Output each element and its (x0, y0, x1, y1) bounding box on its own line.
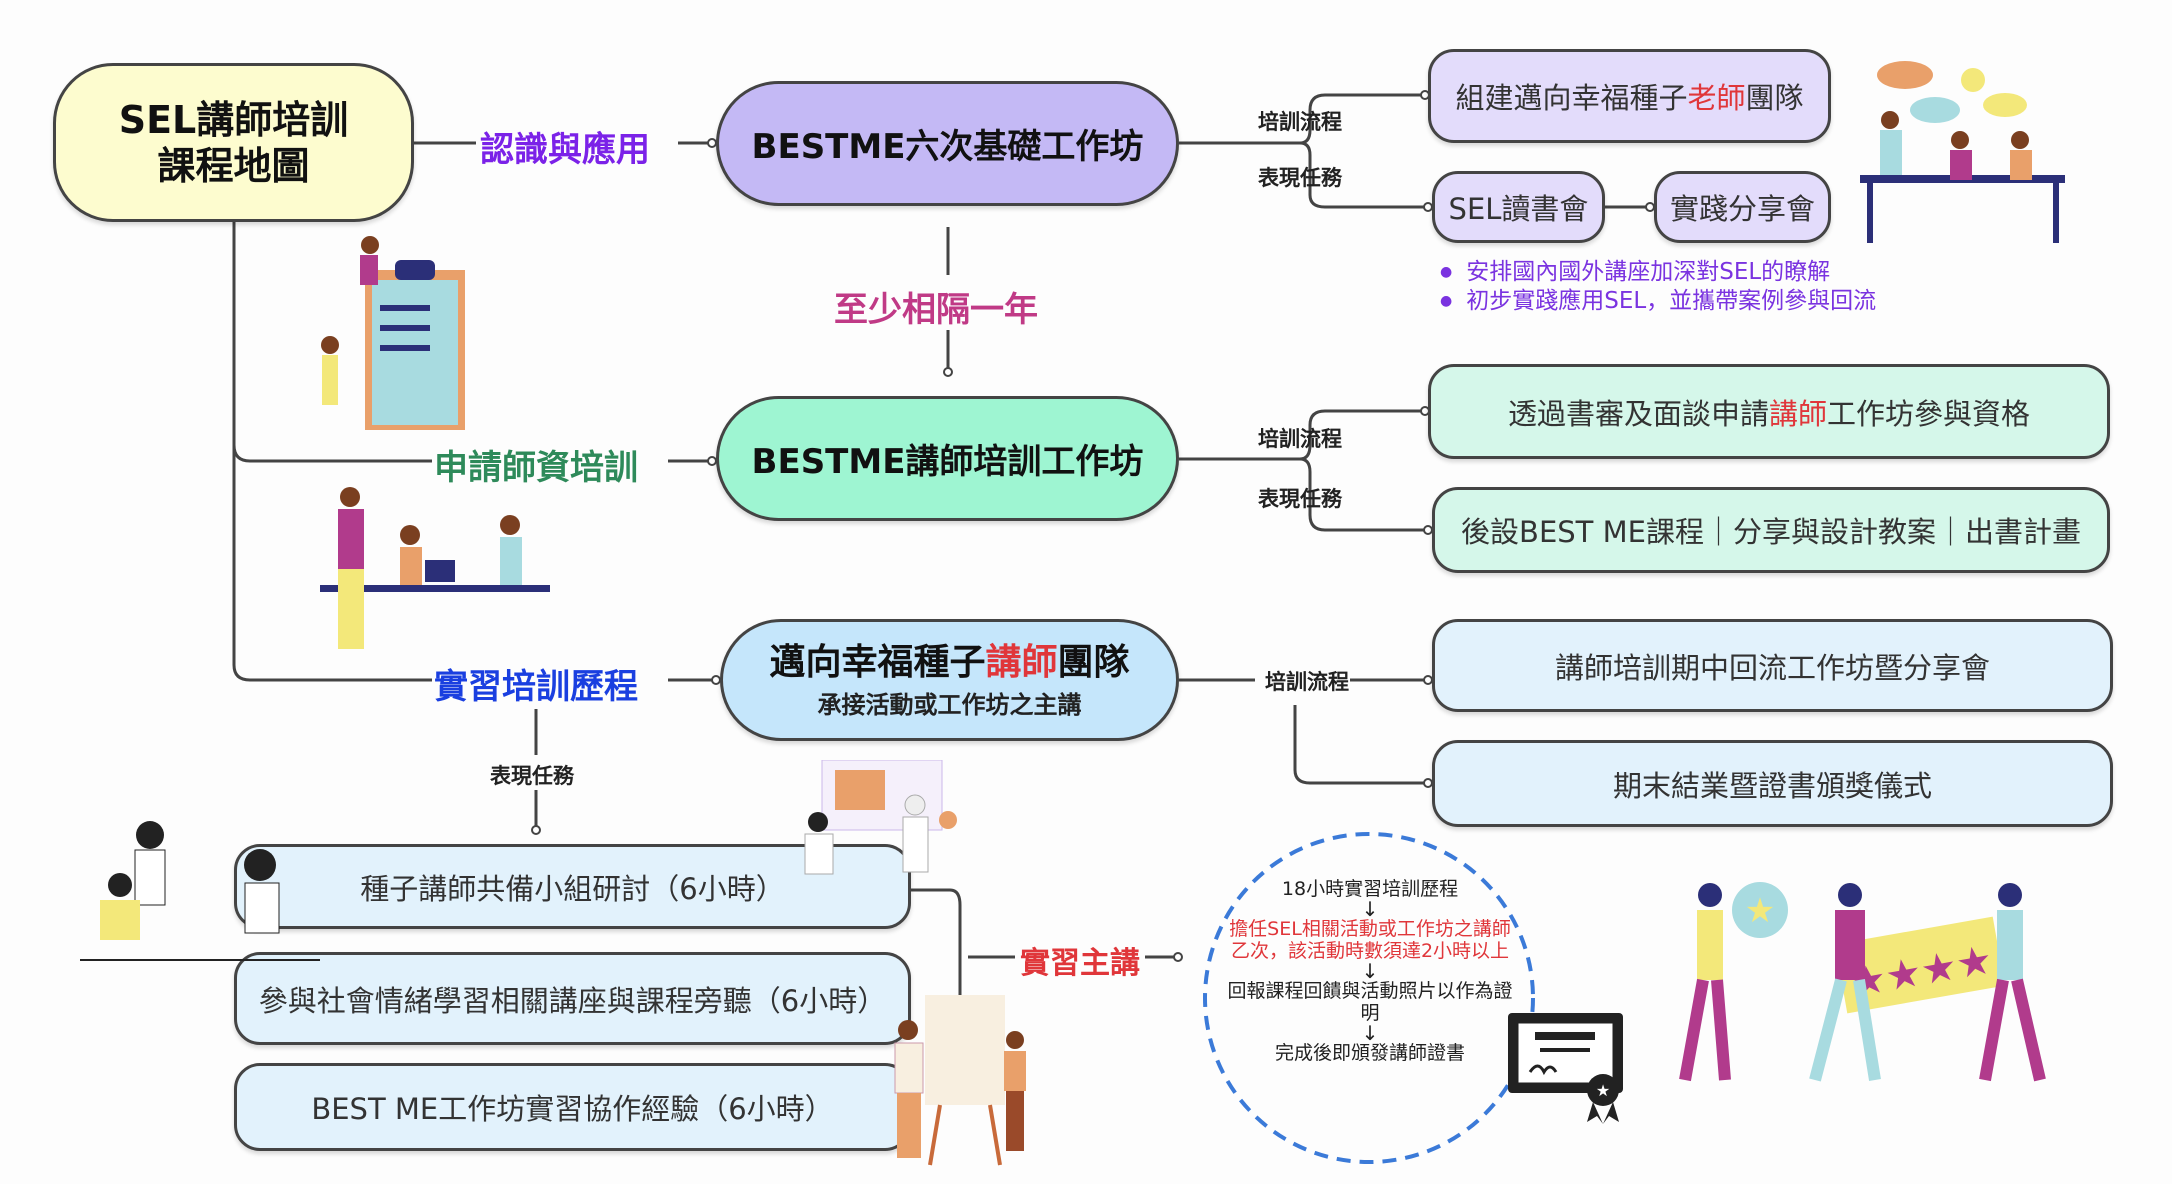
title-highlight: 講師 (985, 641, 1058, 683)
node-trainer-workshop: BESTME講師培訓工作坊 (716, 396, 1179, 521)
node-seed-trainer-team: 邁向幸福種子講師團隊 承接活動或工作坊之主講 (720, 619, 1179, 741)
text: 團隊 (1745, 81, 1804, 115)
stage1-flow-box: 組建邁向幸福種子老師團隊 (1428, 49, 1831, 143)
team-discussion-illustration (1860, 61, 2065, 243)
step-2: 擔任SEL相關活動或工作坊之講師乙次，該活動時數須達2小時以上 (1229, 918, 1511, 962)
stage1-flow-label: 培訓流程 (1258, 110, 1342, 134)
node-seed-trainer-team-title: 邁向幸福種子講師團隊 (769, 641, 1129, 685)
arrow-down-icon: ↓ (1361, 959, 1379, 983)
node-trainer-workshop-title: BESTME講師培訓工作坊 (751, 442, 1144, 482)
stage1-task-reading-club: SEL讀書會 (1432, 171, 1605, 243)
star-rating-team-illustration: ★ ★★★★ (1679, 882, 2046, 1082)
stage3-flow-midterm: 講師培訓期中回流工作坊暨分享會 (1432, 619, 2113, 712)
node-seed-trainer-team-subtitle: 承接活動或工作坊之主講 (817, 690, 1082, 719)
stage2-flow-box: 透過書審及面談申請講師工作坊參與資格 (1428, 364, 2110, 459)
stage1-task-label: 表現任務 (1258, 166, 1342, 190)
stage2-flow-label: 培訓流程 (1258, 427, 1342, 451)
root-node: SEL講師培訓 課程地圖 (53, 63, 414, 222)
step-1: 18小時實習培訓歷程 (1281, 878, 1459, 900)
certificate-icon: ★ (1508, 1013, 1623, 1124)
title-part: 團隊 (1057, 641, 1130, 683)
highlight: 講師 (1768, 396, 1827, 431)
brainstorm-illustration (80, 821, 320, 961)
bullet-item: 初步實踐應用SEL，並攜帶案例參與回流 (1440, 287, 1876, 316)
step-4: 完成後即頒發講師證書 (1274, 1042, 1465, 1064)
lead-label: 實習主講 (1020, 946, 1140, 981)
branch-label-apply: 申請師資培訓 (434, 448, 638, 488)
node-basic-workshop: BESTME六次基礎工作坊 (716, 81, 1179, 206)
stage3-flow-label: 培訓流程 (1265, 670, 1349, 694)
bullet-item: 安排國內國外講座加深對SEL的瞭解 (1440, 258, 1876, 287)
highlight: 老師 (1687, 81, 1746, 115)
svg-text:★: ★ (1596, 1081, 1610, 1100)
office-team-illustration (320, 487, 550, 649)
certification-steps: 18小時實習培訓歷程 ↓ 擔任SEL相關活動或工作坊之講師乙次，該活動時數須達2… (1222, 878, 1518, 1064)
text: 組建邁向幸福種子 (1455, 81, 1688, 115)
stage3-task-label: 表現任務 (490, 764, 574, 788)
task-workshop-assist: BEST ME工作坊實習協作經驗（6小時） (234, 1063, 911, 1151)
stage3-flow-graduation: 期末結業暨證書頒獎儀式 (1432, 740, 2113, 827)
stage2-task-box: 後設BEST ME課程｜分享與設計教案｜出書計畫 (1432, 487, 2110, 573)
certification-circle (1203, 832, 1535, 1164)
task-co-prep-seminar: 種子講師共備小組研討（6小時） (234, 844, 911, 929)
branch-label-internship: 實習培訓歷程 (434, 667, 638, 707)
stage1-bullets: 安排國內國外講座加深對SEL的瞭解 初步實踐應用SEL，並攜帶案例參與回流 (1440, 258, 1876, 316)
task-lecture-audit: 參與社會情緒學習相關講座與課程旁聽（6小時） (234, 952, 911, 1045)
text: 工作坊參與資格 (1827, 396, 2031, 431)
svg-text:★: ★ (1745, 891, 1775, 931)
arrow-down-icon: ↓ (1361, 1021, 1379, 1045)
text: 透過書審及面談申請 (1507, 396, 1769, 431)
teacher-easel-illustration (894, 995, 1026, 1166)
stage1-task-sharing: 實踐分享會 (1654, 171, 1831, 243)
classroom-illustration (804, 760, 957, 875)
root-title-line1: SEL講師培訓 (118, 97, 349, 142)
root-title-line2: 課程地圖 (157, 143, 310, 188)
branch-label-recognize: 認識與應用 (480, 130, 650, 170)
title-part: 邁向幸福種子 (769, 641, 986, 683)
stage2-task-label: 表現任務 (1258, 487, 1342, 511)
arrow-down-icon: ↓ (1361, 897, 1379, 921)
step-3: 回報課程回饋與活動照片以作為證明 (1227, 980, 1513, 1024)
checklist-illustration (321, 236, 465, 430)
gap-label: 至少相隔一年 (834, 290, 1038, 330)
node-basic-workshop-title: BESTME六次基礎工作坊 (751, 127, 1144, 167)
